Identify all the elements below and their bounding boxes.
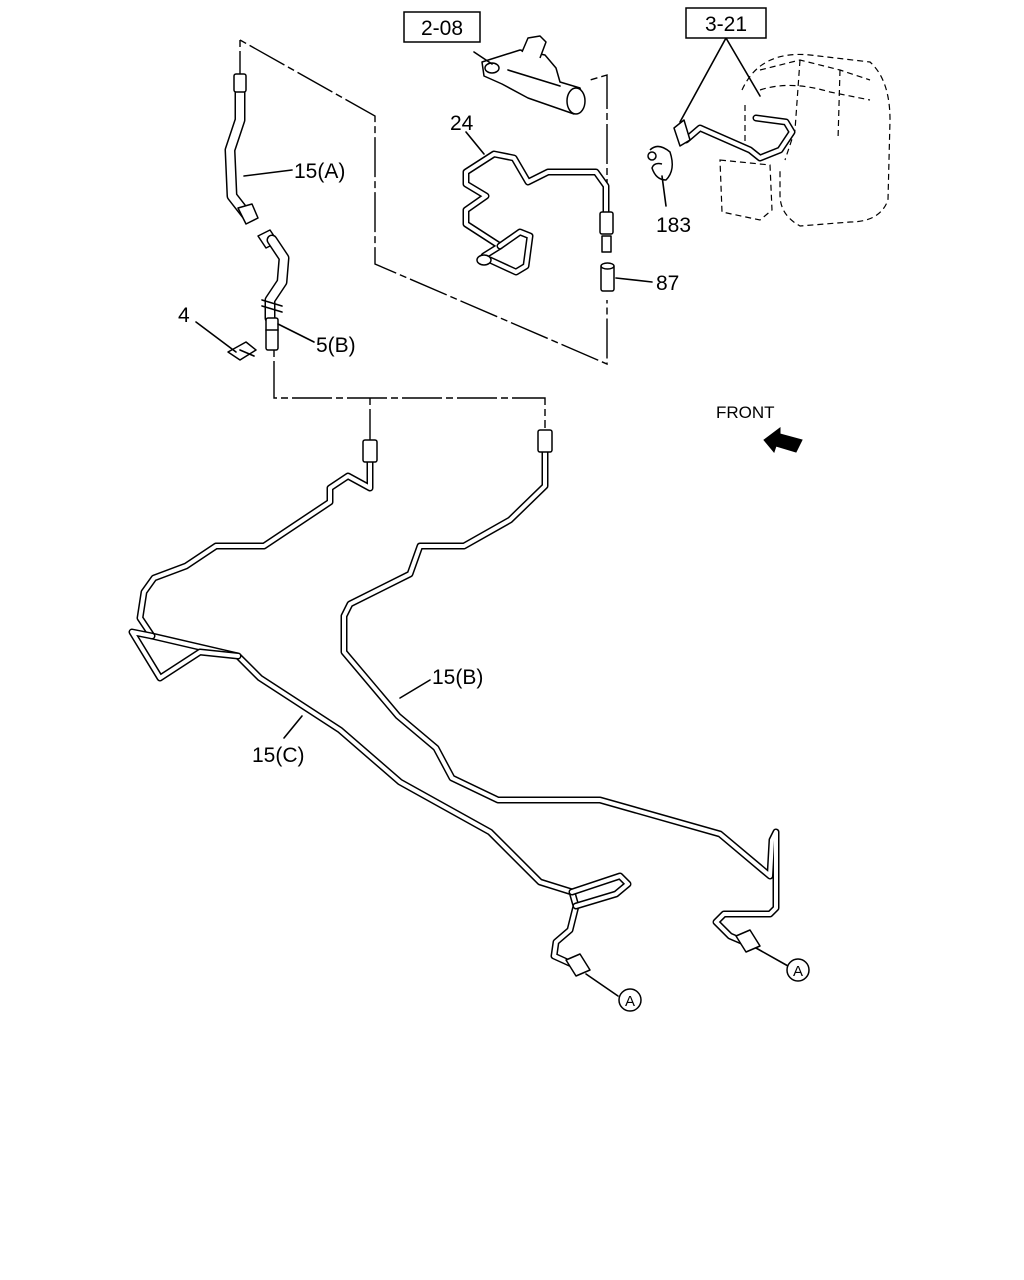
front-arrow-icon: [763, 427, 803, 454]
leader-lines: [195, 37, 789, 997]
front-label: FRONT: [716, 403, 775, 422]
clutch-fluid-reservoir: [673, 53, 891, 227]
callout-87: 87: [656, 272, 679, 295]
clutch-pipe-15b: [340, 429, 780, 953]
assembly-boundary-lines: [239, 39, 608, 440]
reference-box-2-08: 2-08: [403, 11, 481, 43]
reference-label-2-08: 2-08: [421, 17, 463, 40]
clip-4: [227, 341, 257, 361]
clutch-master-cylinder: [481, 35, 586, 115]
connector-a-right: A: [786, 958, 810, 982]
reference-label-3-21: 3-21: [705, 13, 747, 36]
connector-a-left: A: [618, 988, 642, 1012]
callout-183: 183: [656, 214, 691, 237]
reference-box-3-21: 3-21: [685, 7, 767, 39]
callout-4: 4: [178, 304, 190, 327]
connector-a-left-label: A: [625, 993, 635, 1010]
callout-15a: 15(A): [294, 160, 345, 183]
clutch-hose-15a: [224, 73, 290, 351]
joint-87: [600, 262, 615, 292]
clutch-pipe-24: [462, 150, 614, 276]
clutch-pipe-15c: [128, 439, 632, 977]
hose-clip-183: [647, 145, 673, 181]
callout-15c: 15(C): [252, 744, 305, 767]
callout-5b: 5(B): [316, 334, 356, 357]
front-indicator: FRONT: [716, 403, 803, 454]
connector-a-right-label: A: [793, 963, 803, 980]
callout-24: 24: [450, 112, 474, 135]
callout-15b: 15(B): [432, 666, 483, 689]
